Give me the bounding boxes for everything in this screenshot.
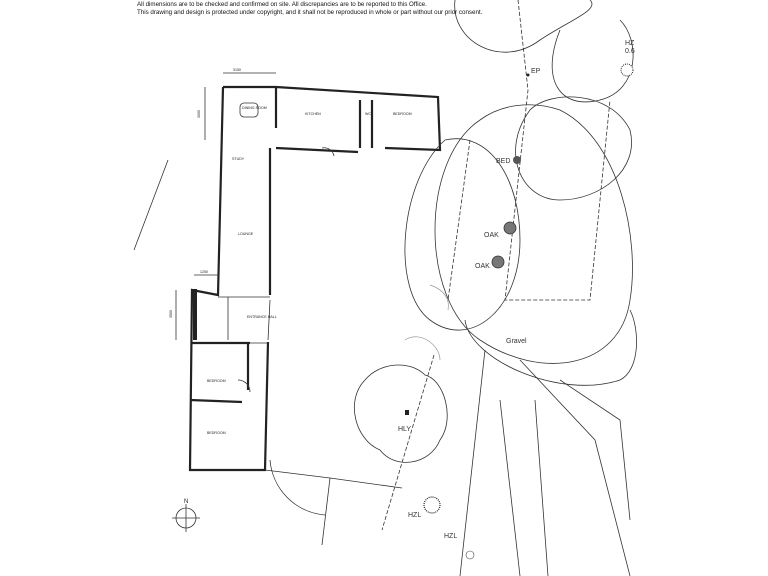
dim-left: 3000 bbox=[197, 110, 201, 118]
boundary-line bbox=[133, 159, 169, 251]
dim-top: 3150 bbox=[233, 68, 241, 72]
room-bedroom-3: BEDROOM bbox=[207, 431, 226, 435]
site-features bbox=[264, 0, 637, 576]
room-wc: WC bbox=[365, 112, 371, 116]
tree-label-hzl-1: HZL bbox=[408, 512, 421, 519]
area-label-gravel: Gravel bbox=[506, 338, 527, 345]
dim-lower: 3500 bbox=[169, 310, 173, 318]
room-bedroom-1: BEDROOM bbox=[393, 112, 412, 116]
drawing-notes: All dimensions are to be checked and con… bbox=[137, 1, 482, 17]
tree-label-oak-1: OAK bbox=[484, 232, 499, 239]
room-bedroom-2: BEDROOM bbox=[207, 379, 226, 383]
tree-label-hly: HLY bbox=[398, 426, 411, 433]
north-arrow-icon bbox=[172, 504, 200, 532]
north-label: N bbox=[184, 499, 188, 505]
room-study: STUDY bbox=[232, 157, 245, 161]
tree-label-hzl-2: HZL bbox=[444, 533, 457, 540]
tree-label-ep: EP bbox=[531, 68, 541, 75]
room-dining: DINING ROOM bbox=[242, 106, 267, 110]
floor-plan bbox=[175, 72, 442, 516]
room-entrance-hall: ENTRANCE HALL bbox=[247, 315, 277, 319]
note-dimensions: All dimensions are to be checked and con… bbox=[137, 1, 427, 8]
room-lounge: LOUNGE bbox=[238, 232, 254, 236]
tree-label-bed: BED bbox=[496, 158, 510, 165]
note-copyright: This drawing and design is protected und… bbox=[137, 9, 483, 16]
tree-label-hz: HZ bbox=[625, 40, 635, 47]
dim-mid: 1250 bbox=[200, 270, 208, 274]
tree-label-hz-size: 0.6 bbox=[625, 48, 635, 55]
tree-label-oak-2: OAK bbox=[475, 263, 490, 270]
room-kitchen: KITCHEN bbox=[305, 112, 321, 116]
